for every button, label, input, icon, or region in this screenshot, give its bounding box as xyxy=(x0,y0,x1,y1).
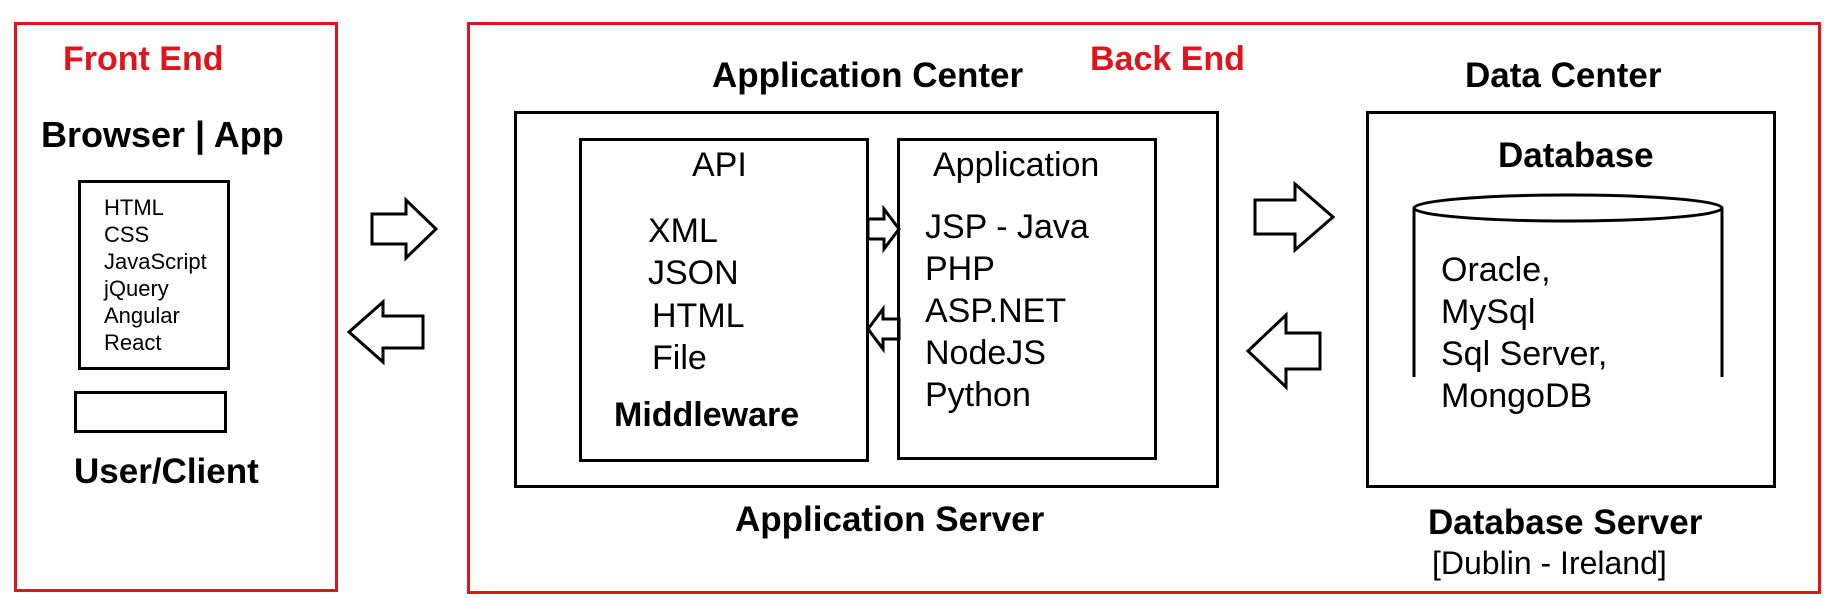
application-box xyxy=(897,138,1157,460)
tech-item: JavaScript xyxy=(104,249,207,274)
api-item: XML xyxy=(648,212,718,250)
database-item: MySql xyxy=(1441,293,1536,331)
left-arrow-icon xyxy=(1245,311,1322,391)
tech-item: CSS xyxy=(104,222,150,247)
data-center-heading: Data Center xyxy=(1465,56,1662,95)
browser-app-heading: Browser | App xyxy=(41,114,284,155)
database-title: Database xyxy=(1498,136,1654,175)
data-center-box xyxy=(1366,111,1776,488)
api-item: File xyxy=(652,339,707,377)
user-client-label: User/Client xyxy=(74,452,259,491)
tech-item: React xyxy=(104,330,162,355)
database-item: MongoDB xyxy=(1441,377,1593,415)
database-cylinder-icon xyxy=(1412,193,1724,377)
application-item: ASP.NET xyxy=(925,292,1067,330)
back-end-panel xyxy=(467,22,1821,594)
database-item: Sql Server, xyxy=(1441,335,1608,373)
tech-item: HTML xyxy=(104,195,164,220)
right-arrow-icon xyxy=(370,196,439,262)
database-server-label: Database Server xyxy=(1428,503,1703,542)
right-arrow-icon xyxy=(1253,180,1336,254)
api-title: API xyxy=(692,146,747,184)
database-location-label: [Dublin - Ireland] xyxy=(1432,545,1667,581)
application-item: Python xyxy=(925,376,1031,414)
user-input-box xyxy=(74,391,227,433)
api-item: JSON xyxy=(648,254,739,292)
tech-item: jQuery xyxy=(104,276,169,301)
application-server-label: Application Server xyxy=(735,500,1045,539)
front-end-tech-list: HTML CSS JavaScript jQuery Angular React xyxy=(104,194,207,356)
database-item: Oracle, xyxy=(1441,251,1551,289)
application-center-heading: Application Center xyxy=(712,56,1024,95)
left-arrow-icon xyxy=(346,298,425,366)
application-title: Application xyxy=(933,146,1100,184)
middleware-label: Middleware xyxy=(614,396,800,434)
api-box xyxy=(579,138,869,462)
application-item: NodeJS xyxy=(925,334,1046,372)
api-item: HTML xyxy=(652,297,745,335)
front-end-tech-box xyxy=(78,180,230,370)
application-item: JSP - Java xyxy=(925,208,1089,246)
front-end-title: Front End xyxy=(63,40,224,78)
application-item: PHP xyxy=(925,250,995,288)
application-center-box xyxy=(514,111,1219,488)
front-end-panel xyxy=(14,22,338,592)
right-arrow-icon xyxy=(866,204,901,254)
back-end-title: Back End xyxy=(1090,40,1245,78)
left-arrow-icon xyxy=(866,304,901,354)
tech-item: Angular xyxy=(104,303,180,328)
